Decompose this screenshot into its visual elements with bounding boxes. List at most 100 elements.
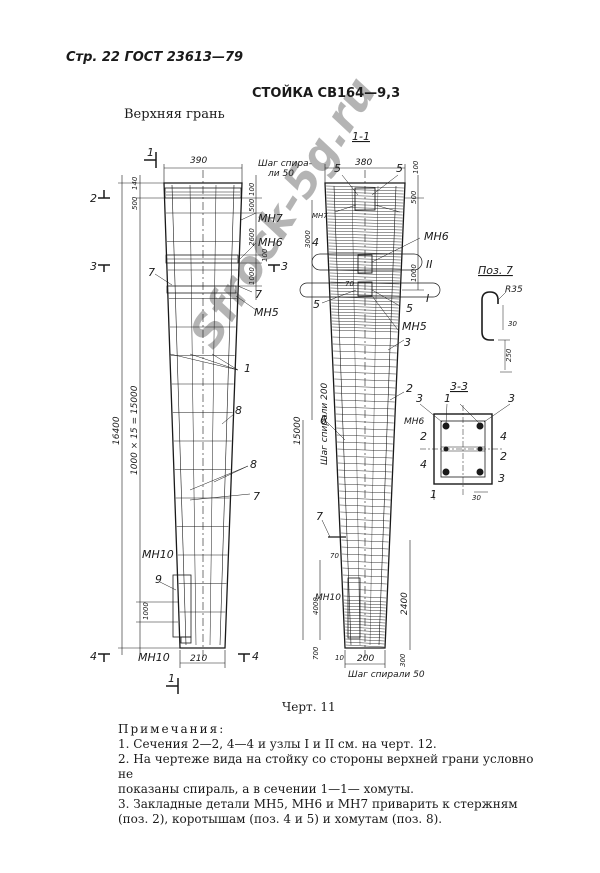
node-ii-label: II <box>426 258 433 271</box>
spiral-turn <box>326 203 404 207</box>
spiral-turn <box>327 218 403 222</box>
spiral-turn <box>338 476 392 480</box>
dim-140: 140 <box>131 176 139 190</box>
spiral-turn <box>342 560 388 564</box>
spiral-turn <box>336 420 394 424</box>
spiral-turn <box>334 392 396 396</box>
spiral-turn <box>331 302 399 306</box>
spiral-turn <box>327 215 403 219</box>
spiral-turn <box>336 434 394 438</box>
spiral-turn <box>330 284 400 288</box>
s33-dim-30: 30 <box>472 494 481 502</box>
front-view <box>98 152 280 694</box>
spiral-turn <box>330 299 400 303</box>
spiral-turn <box>345 632 385 636</box>
spiral-turn <box>342 567 388 571</box>
spiral-turn <box>341 546 389 550</box>
cut-4-right-label: 4 <box>252 650 259 663</box>
dim-15000-s11: 15000 <box>293 416 303 445</box>
s33-pos-2a: 2 <box>420 430 427 443</box>
pos-7a-label: 7 <box>148 266 155 279</box>
spiral-turn <box>337 462 393 466</box>
spiral-turn <box>333 357 397 361</box>
pos-5b-label: 5 <box>396 162 403 175</box>
spiral-turn <box>338 483 392 487</box>
spiral-turn <box>326 194 404 198</box>
dim-3000: 3000 <box>304 230 312 248</box>
section-3-3-view <box>419 403 511 500</box>
spiral-turn <box>344 623 386 627</box>
mh6-label-front: МН6 <box>258 236 283 249</box>
spiral-turn <box>327 221 403 225</box>
spiral-turn <box>326 188 404 192</box>
cut-3-right-label: 3 <box>281 260 288 273</box>
dim-500-right: 500 <box>248 198 256 212</box>
spiral-turn <box>332 343 398 347</box>
spiral-turn <box>342 574 388 578</box>
spiral-turn <box>344 608 386 612</box>
spiral-turn <box>343 599 387 603</box>
spiral-turn <box>337 441 393 445</box>
spiral-turn <box>344 602 386 606</box>
cut-4-left-label: 4 <box>90 650 97 663</box>
spiral-turn <box>326 200 404 204</box>
dim-380: 380 <box>355 158 372 168</box>
spiral-turn <box>341 539 389 543</box>
node-i-label: I <box>426 292 429 305</box>
section-3-3-title: 3-3 <box>450 380 468 393</box>
spiral-turn <box>334 371 396 375</box>
cut-1-top-label: 1 <box>147 146 154 159</box>
spiral-turn <box>327 212 403 216</box>
s33-pos-2b: 2 <box>500 450 507 463</box>
spiral-turn <box>330 290 400 294</box>
spiral-turn <box>331 320 399 324</box>
pos7-dim-30: 30 <box>508 320 517 328</box>
spiral-turn <box>330 278 400 282</box>
s33-pos-3b: 3 <box>508 392 515 405</box>
note-2-line-1: 2. На чертеже вида на стойку со стороны … <box>118 752 534 781</box>
technical-drawing: 1 1 2 3 3 4 4 390 210 140 500 100 500 26… <box>90 130 523 694</box>
dim-100-b: 100 <box>261 248 269 262</box>
spiral-turn <box>329 266 401 270</box>
note-2-line-2: показаны спираль, а в сечении 1—1— хомут… <box>118 782 414 796</box>
spiral-turn <box>329 260 401 264</box>
dim-100-s11: 100 <box>412 160 420 174</box>
spiral-turn <box>343 595 387 599</box>
spiral-turn <box>335 413 395 417</box>
spiral-turn <box>328 242 402 246</box>
spiral-turn <box>344 614 386 618</box>
spiral-turn <box>331 317 399 321</box>
note-3-line-2: (поз. 2), коротышам (поз. 4 и 5) и хомут… <box>118 812 443 826</box>
dim-200: 200 <box>357 654 374 664</box>
dim-500-s11: 500 <box>410 190 418 204</box>
spiral-turn <box>326 206 404 210</box>
section-1-1-title: 1-1 <box>352 130 370 143</box>
dim-width-bottom: 210 <box>190 654 207 664</box>
mh7-label-s11: МН7 <box>312 212 328 220</box>
spiral-turn <box>339 497 391 501</box>
spiral-turn <box>329 254 401 258</box>
spiral-turn <box>331 311 399 315</box>
mh7-label-front: МН7 <box>258 212 283 225</box>
dim-10: 10 <box>335 654 344 662</box>
spiral-turn <box>328 239 402 243</box>
spiral-turn <box>339 490 391 494</box>
dim-15000: 1000 × 15 = 15000 <box>130 385 140 475</box>
spiral-turn <box>344 617 386 621</box>
spiral-turn <box>344 611 386 615</box>
spiral-turn <box>344 620 386 624</box>
spiral-turn <box>326 191 404 195</box>
dim-1000-top: 1000 <box>248 267 256 285</box>
pos-5c-label: 5 <box>313 298 320 311</box>
spiral-turn <box>338 469 392 473</box>
spiral-turn <box>340 525 390 529</box>
spiral-turn <box>334 378 396 382</box>
spiral-turn <box>331 308 399 312</box>
pos-9-label: 9 <box>155 573 162 586</box>
s33-pos-3c: 3 <box>498 472 505 485</box>
spiral-turn <box>332 326 398 330</box>
dim-1000-s11: 1000 <box>410 264 418 282</box>
spiral-turn <box>328 248 402 252</box>
s33-pos-3a: 3 <box>416 392 423 405</box>
pos-4-label: 4 <box>312 236 319 249</box>
